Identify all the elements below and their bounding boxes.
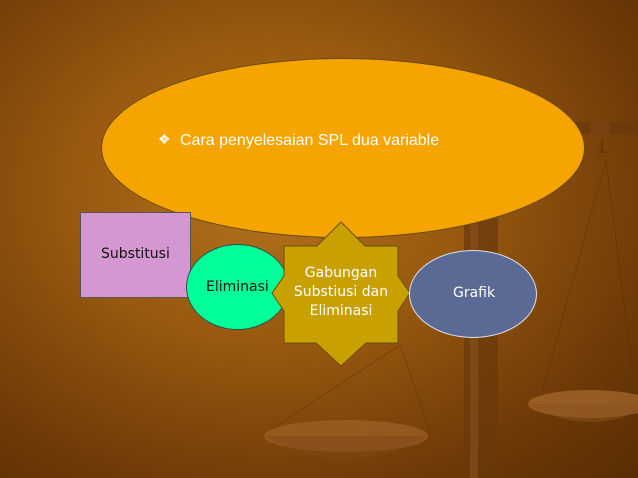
eliminasi-oval: Eliminasi — [186, 244, 289, 330]
substitusi-box: Substitusi — [80, 212, 191, 298]
grafik-oval: Grafik — [409, 250, 537, 338]
gabungan-label: Gabungan Substiusi dan Eliminasi — [284, 264, 398, 321]
gabungan-label-line-2: Substiusi dan — [293, 284, 389, 300]
substitusi-label: Substitusi — [101, 246, 170, 262]
title-text: Cara penyelesaian SPL dua variable — [180, 132, 440, 149]
gabungan-label-line-3: Eliminasi — [309, 303, 373, 319]
grafik-label: Grafik — [453, 285, 496, 301]
diamond-bullet-icon: ❖ — [158, 131, 171, 147]
title-text-row: ❖ Cara penyelesaian SPL dua variable — [158, 131, 439, 150]
eliminasi-label: Eliminasi — [206, 279, 269, 295]
gabungan-label-line-1: Gabungan — [304, 265, 378, 281]
